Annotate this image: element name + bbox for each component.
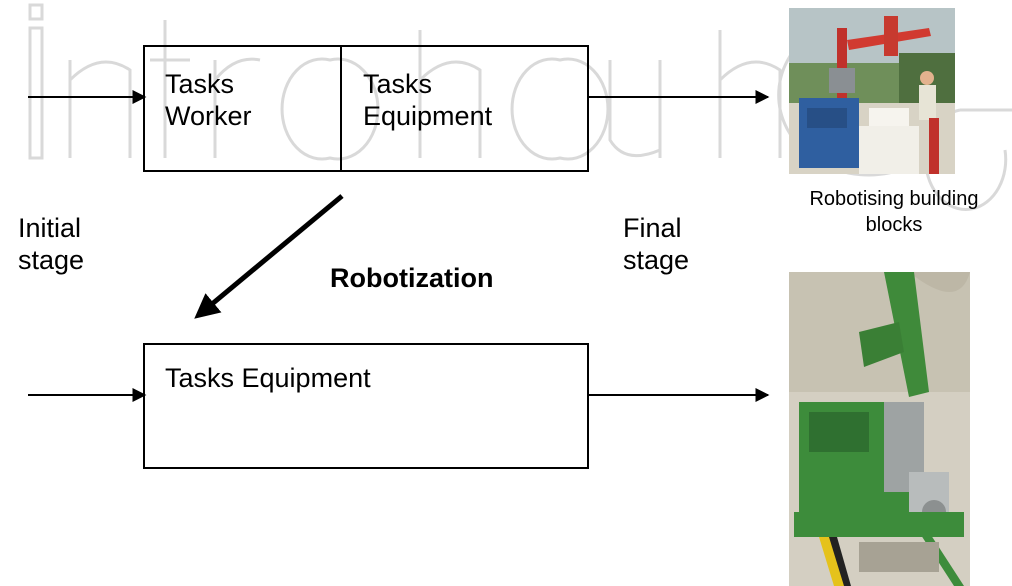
top-box-divider — [340, 45, 342, 172]
robotization-arrow — [194, 194, 344, 319]
top-photo-caption: Robotising building blocks — [809, 188, 979, 236]
green-construction-robot-photo — [789, 272, 970, 586]
top-process-box — [143, 45, 589, 172]
tasks-worker-label: Tasks Worker — [165, 69, 252, 131]
tasks-equipment-label-top: Tasks Equipment — [363, 69, 493, 131]
block-laying-robot-photo — [789, 8, 955, 174]
robotization-label: Robotization — [330, 263, 494, 293]
bottom-process-box — [143, 343, 589, 469]
final-stage-label: Final stage — [623, 213, 690, 275]
tasks-equipment-label-bottom: Tasks Equipment — [165, 363, 371, 393]
initial-stage-label: Initial stage — [18, 213, 85, 275]
